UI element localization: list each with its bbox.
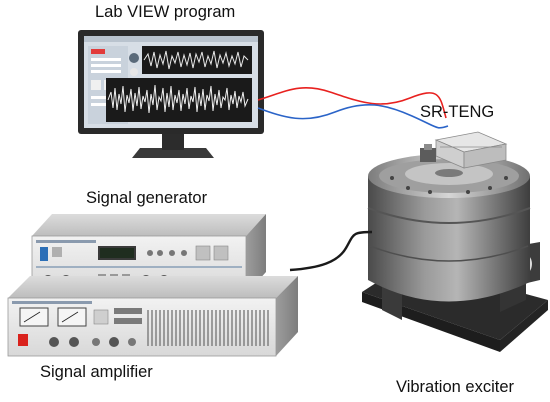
signal-amplifier-device (7, 276, 298, 357)
sr-teng-label: SR-TENG (420, 103, 495, 121)
amplifier-exciter-cable (289, 230, 373, 272)
vibration-exciter-label: Vibration exciter (396, 378, 515, 396)
monitor-icon (78, 30, 264, 158)
signal-generator-label: Signal generator (86, 189, 208, 207)
sr-teng-device (420, 131, 508, 169)
labview-program-label: Lab VIEW program (95, 3, 236, 21)
signal-amplifier-label: Signal amplifier (40, 363, 153, 381)
amplifier-vent-grille (147, 310, 269, 346)
signal-cables (257, 87, 449, 129)
vibration-exciter-device (362, 154, 548, 352)
